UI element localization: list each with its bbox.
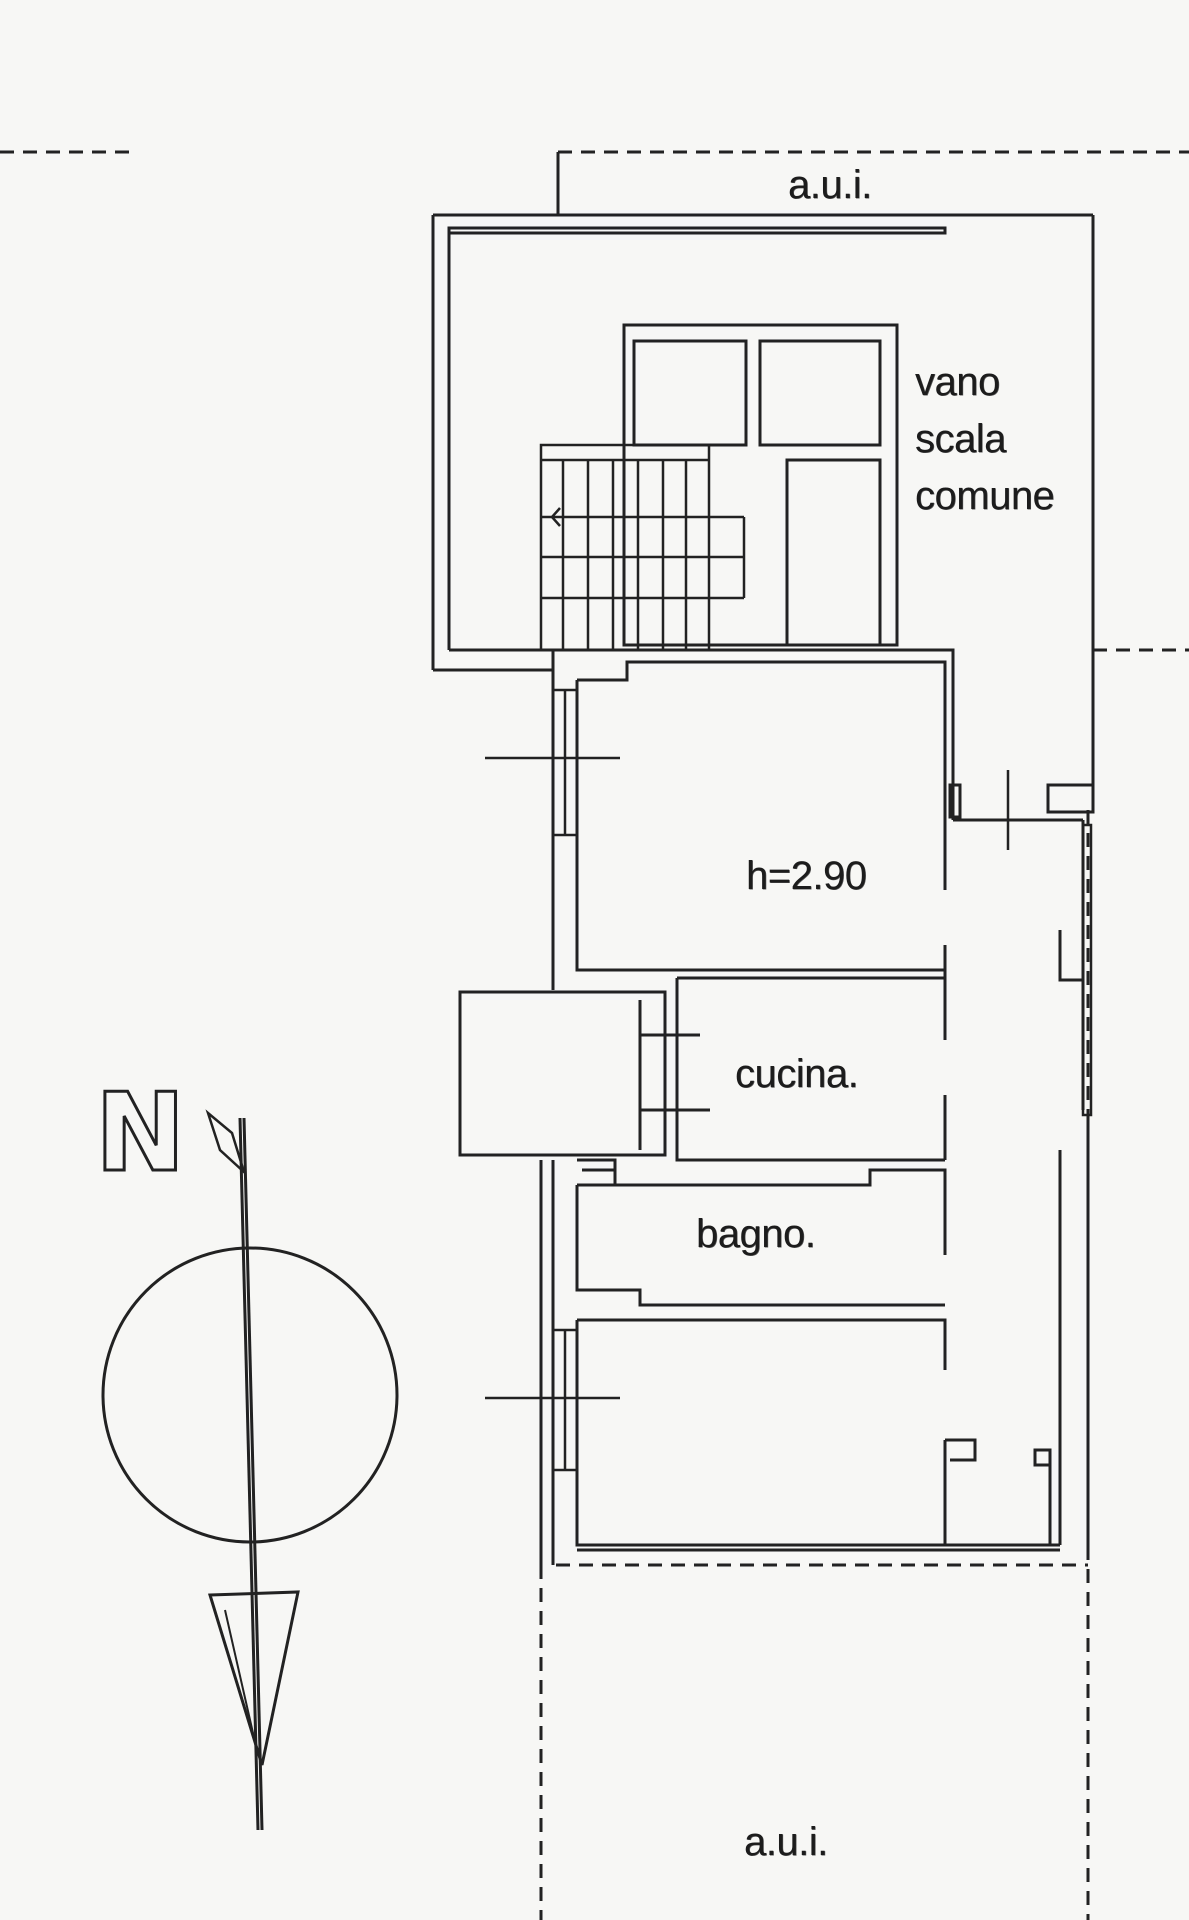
stair-hall [431,213,1095,810]
bathroom-label: bagno. [696,1212,816,1256]
aui-bottom-label: a.u.i. [744,1820,828,1864]
stair-label-line-1: vano [915,360,1000,404]
room-kitchen [458,976,947,1162]
stair-label-line-2: scala [915,417,1006,461]
north-arrow [101,1109,399,1831]
room-bedroom-2 [575,1150,1062,1547]
stair-flights [539,443,746,652]
stair-label-line-3: comune [915,474,1055,518]
kitchen-label: cucina. [735,1052,859,1096]
north-label: N [93,1071,186,1196]
arrow-head-icon [207,1590,300,1766]
room-bathroom [575,1158,947,1307]
windows [485,688,1093,1472]
room-bedroom-1 [575,660,962,1040]
ceiling-height-label: h=2.90 [746,854,867,898]
boundary-lines [0,150,1189,1920]
apartment-walls [539,648,1095,1565]
aui-top-label: a.u.i. [788,163,872,207]
